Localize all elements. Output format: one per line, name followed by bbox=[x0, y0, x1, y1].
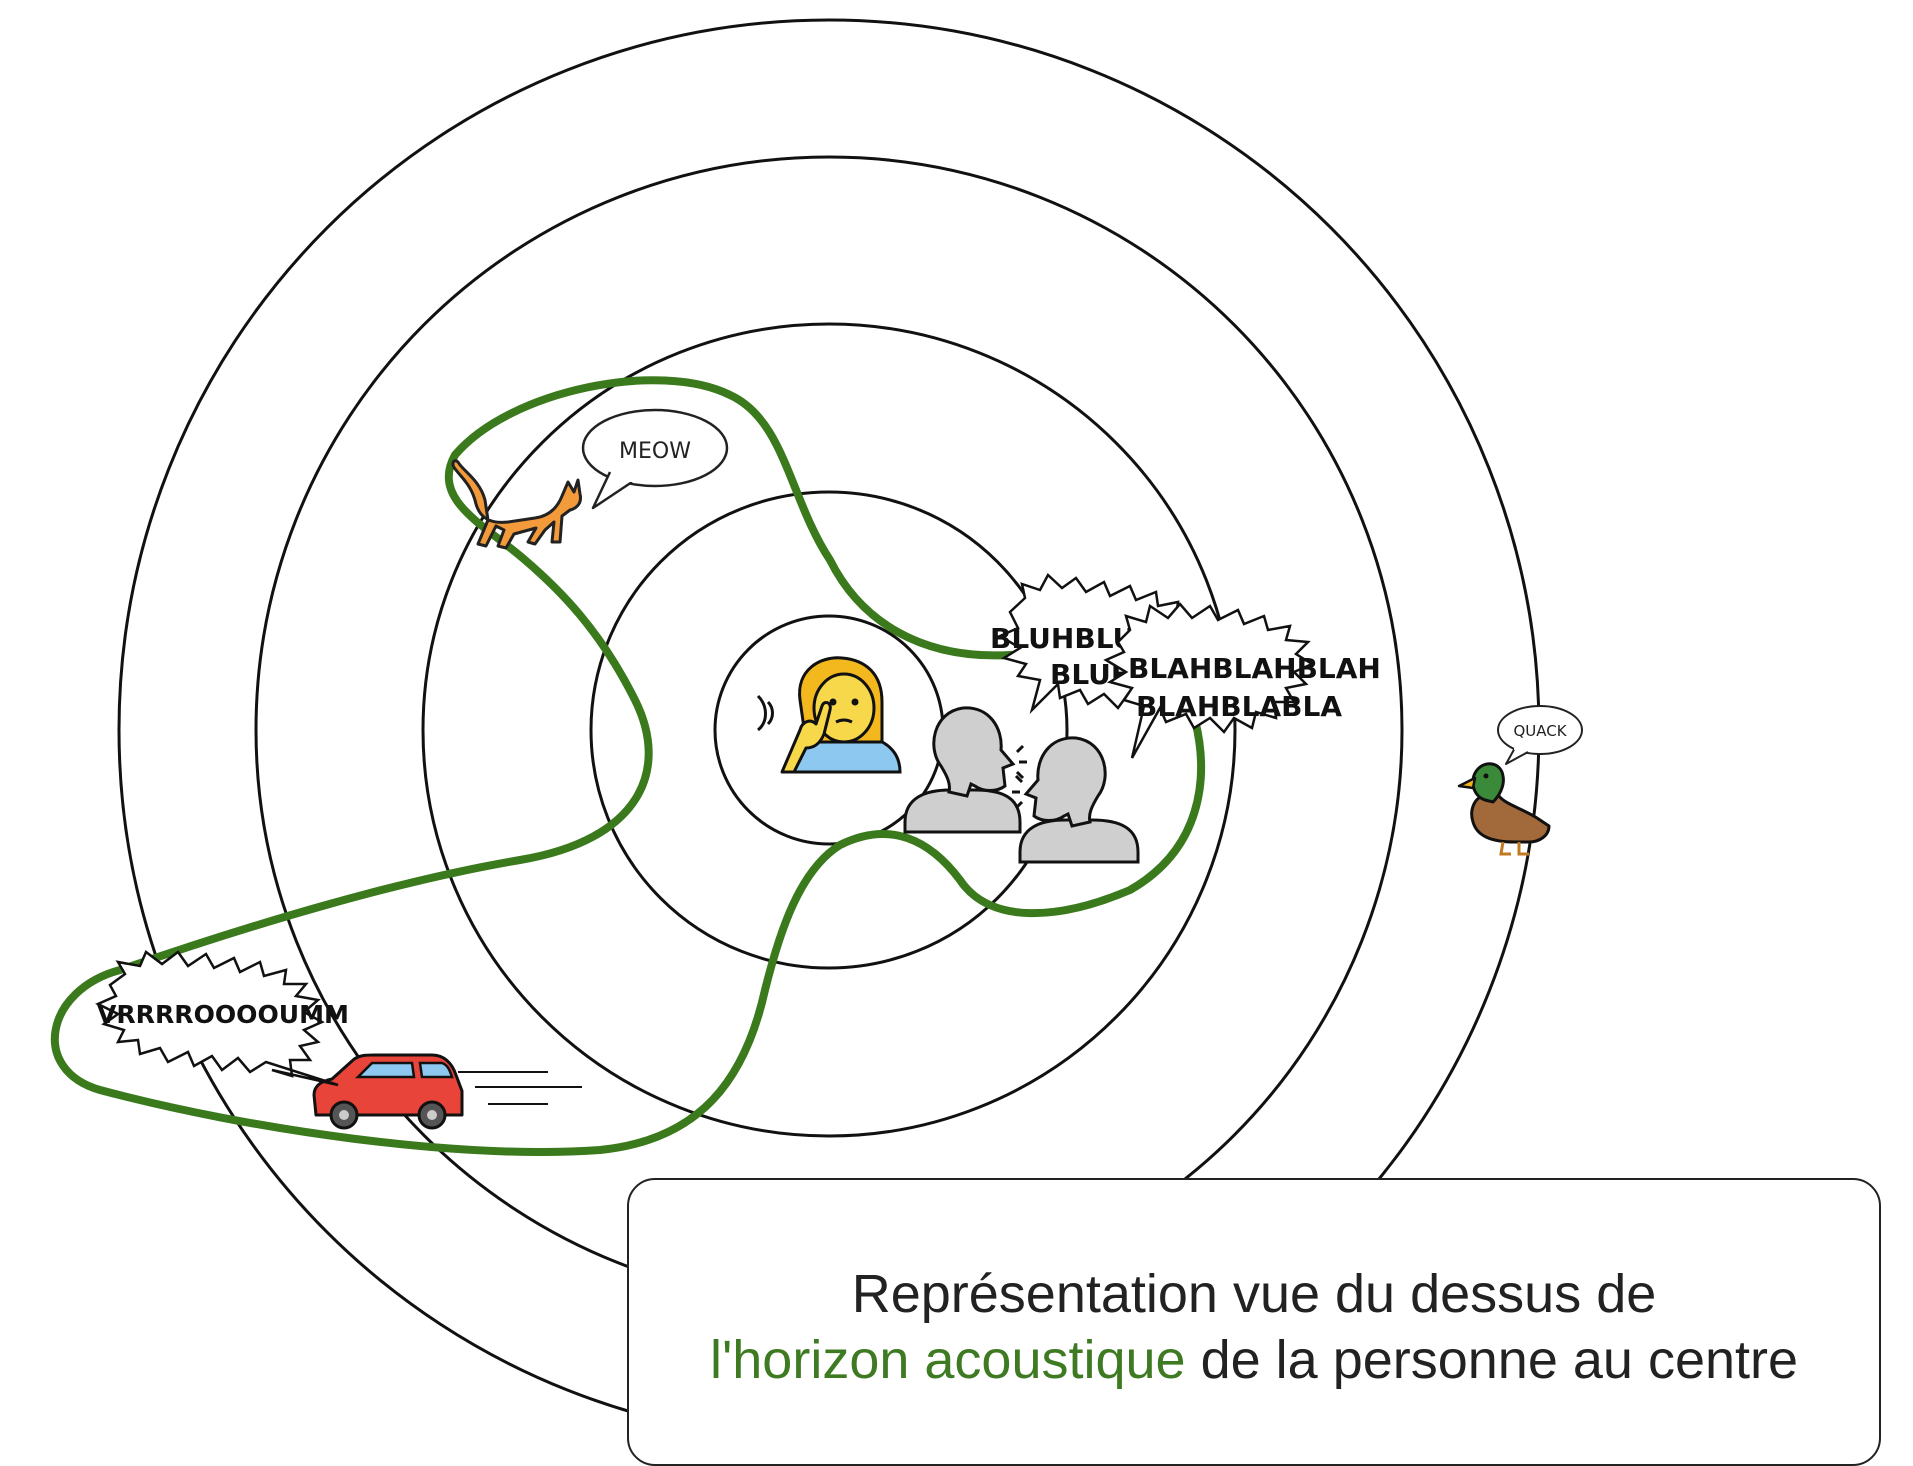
car-motion-lines bbox=[458, 1071, 582, 1105]
listening-person-icon bbox=[756, 656, 902, 774]
blah-text-line1: BLAHBLAHBLAH bbox=[1128, 652, 1381, 685]
blah-text-line2: BLAHBLABLA bbox=[1136, 690, 1342, 723]
ring-3 bbox=[421, 322, 1237, 1138]
caption-line-1: Représentation vue du dessus de bbox=[851, 1264, 1657, 1324]
ring-2 bbox=[589, 490, 1069, 970]
cat-icon bbox=[451, 459, 582, 550]
caption-line-2: l'horizon acoustique de la personne au c… bbox=[710, 1327, 1798, 1393]
duck-icon bbox=[1457, 762, 1551, 856]
blah-spiky-bubble: BLAHBLAHBLAH BLAHBLABLA bbox=[1103, 602, 1381, 759]
car-icon bbox=[312, 1053, 464, 1130]
vrrr-text: VRRRROOOOUMM bbox=[97, 1000, 349, 1029]
caption-highlight: l'horizon acoustique bbox=[709, 1330, 1186, 1390]
meow-text: MEOW bbox=[619, 439, 691, 464]
meow-bubble: MEOW bbox=[581, 408, 729, 510]
caption-line-2-rest: de la personne au centre bbox=[1185, 1330, 1799, 1390]
vrrr-spiky-bubble: VRRRROOOOUMM bbox=[95, 950, 349, 1087]
talking-person-b-icon bbox=[1012, 736, 1140, 864]
quack-text: QUACK bbox=[1513, 722, 1567, 740]
quack-bubble: QUACK bbox=[1497, 705, 1583, 765]
talking-person-a-icon bbox=[903, 706, 1027, 834]
acoustic-horizon-outline bbox=[50, 376, 1206, 1156]
caption-box: Représentation vue du dessus de l'horizo… bbox=[627, 1178, 1881, 1466]
